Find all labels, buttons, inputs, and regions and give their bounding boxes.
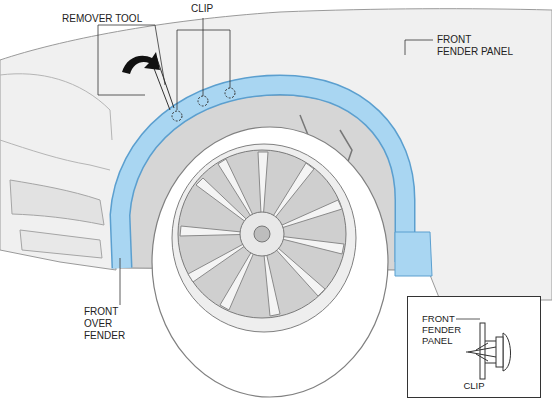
body-crease — [0, 74, 112, 140]
leader-lines — [98, 18, 433, 305]
part-label: FRONT OVER FENDER — [84, 306, 148, 342]
bumper-line — [0, 140, 110, 170]
inset-box: FRONT FENDER PANEL CLIP — [407, 296, 541, 398]
rim-lip — [172, 144, 356, 332]
clip-mark — [172, 111, 182, 121]
tire — [152, 127, 388, 397]
hub-cap — [254, 226, 270, 242]
inset-caption: CLIP — [408, 380, 540, 391]
prying-arrow — [122, 52, 160, 74]
clip-mark — [225, 88, 235, 98]
spokes — [180, 152, 344, 316]
over-fender-end — [395, 232, 432, 276]
part-label: REMOVER TOOL — [62, 13, 172, 25]
lower-lip — [20, 230, 102, 258]
clip-mark — [198, 96, 208, 106]
bumper-vent — [10, 180, 104, 225]
inset-part-label: FRONT FENDER PANEL — [422, 313, 466, 346]
hub — [240, 212, 284, 256]
part-label: FRONT FENDER PANEL — [437, 34, 513, 58]
rim — [178, 150, 346, 318]
part-label: CLIP — [191, 3, 231, 15]
